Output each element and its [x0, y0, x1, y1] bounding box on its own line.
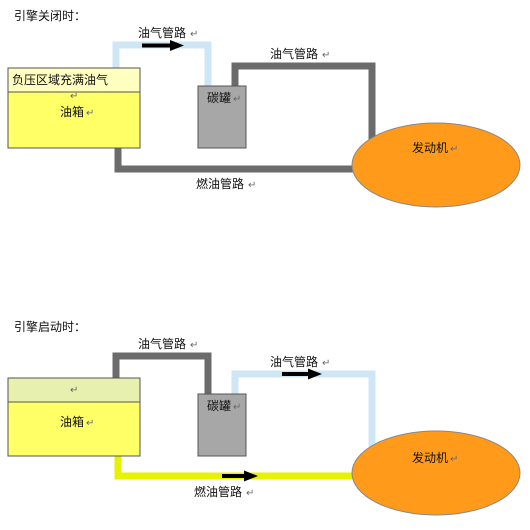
fuel-pipe-on: [114, 456, 360, 480]
vapor-pipe-left-label-off: 油气管路: [138, 25, 186, 40]
fuel-pipe-label-off: 燃油管路: [196, 176, 244, 191]
carbon-canister-off: [197, 85, 247, 149]
vapor-pipe-left-on: [112, 352, 212, 394]
vapor-pipe-right-label-off: 油气管路: [270, 46, 318, 61]
return-mark: ↵: [450, 144, 458, 155]
tank-vapor-zone-off: [7, 67, 141, 93]
vapor-pipe-right-label-on: 油气管路: [270, 354, 318, 369]
fuel-tank-on: [7, 401, 141, 457]
tank-vapor-zone-label-off: 负压区域充满油气: [12, 72, 108, 87]
engine-label-on: 发动机: [412, 450, 448, 465]
diagram-engine-on: 引擎启动时： ↵ 油箱 ↵ 碳罐 ↵ 发动机 ↵ 油气管路: [7, 319, 521, 516]
diagram-engine-off: 引擎关闭时： 负压区域充满油气 ↵ 油箱 ↵ 碳罐 ↵ 发动机 ↵ 油气管路 ↵…: [7, 8, 521, 208]
return-mark: ↵: [322, 358, 330, 369]
canister-label-off: 碳罐: [207, 91, 231, 105]
return-mark: ↵: [190, 340, 198, 351]
return-mark: ↵: [70, 91, 78, 102]
flow-arrow-icon: [282, 368, 322, 380]
heading-engine-on: 引擎启动时：: [14, 319, 86, 334]
return-mark: ↵: [70, 385, 78, 396]
return-mark: ↵: [86, 108, 94, 119]
engine-off: [351, 122, 521, 208]
flow-arrow-icon: [142, 40, 184, 51]
heading-engine-off: 引擎关闭时：: [14, 8, 86, 23]
return-mark: ↵: [246, 488, 254, 499]
fuel-pipe-label-on: 燃油管路: [194, 484, 242, 499]
canister-label-on: 碳罐: [207, 399, 231, 413]
fuel-tank-label-on: 油箱: [60, 414, 84, 429]
vapor-pipe-left-label-on: 油气管路: [138, 336, 186, 351]
return-mark: ↵: [190, 29, 198, 40]
fuel-tank-off: [7, 91, 141, 149]
return-mark: ↵: [248, 180, 256, 191]
fuel-tank-label-off: 油箱: [60, 104, 84, 119]
return-mark: ↵: [233, 94, 241, 105]
return-mark: ↵: [233, 402, 241, 413]
engine-label-off: 发动机: [412, 140, 448, 155]
fuel-pipe-off: [114, 148, 360, 173]
return-mark: ↵: [86, 418, 94, 429]
return-mark: ↵: [450, 454, 458, 465]
carbon-canister-on: [197, 393, 247, 457]
flow-arrow-icon: [222, 470, 258, 482]
engine-on: [351, 430, 521, 516]
tank-vapor-zone-on: [7, 377, 141, 403]
vapor-pipe-right-on: [231, 370, 376, 452]
return-mark: ↵: [322, 50, 330, 61]
vapor-pipe-right-off: [231, 62, 376, 146]
